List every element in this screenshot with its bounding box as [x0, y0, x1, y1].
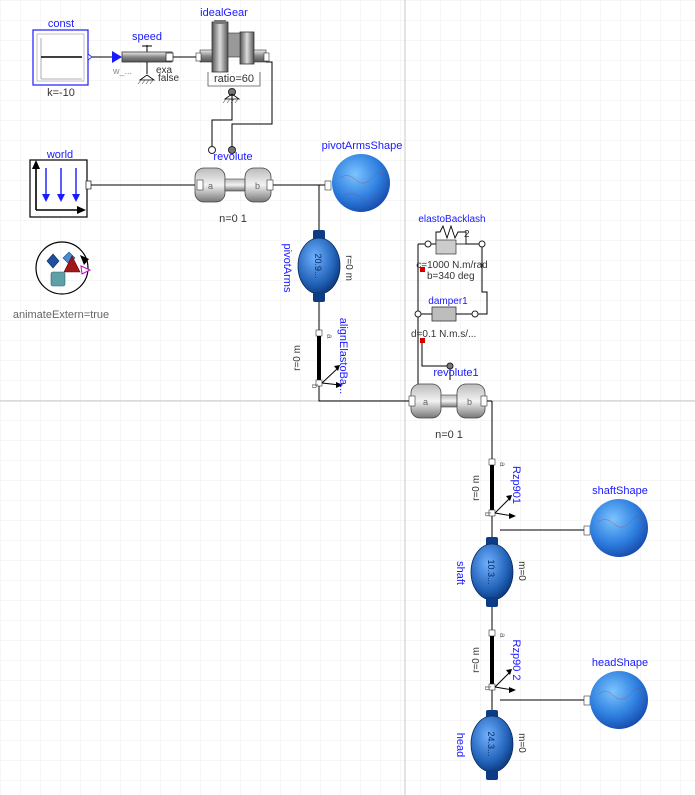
speed-false-label: false: [158, 73, 180, 84]
rzp902-r: r=0 m: [471, 647, 482, 673]
damper1-name: damper1: [428, 296, 468, 307]
align-elasto-name: alignElastoBa...: [337, 318, 349, 394]
rzp902-fixed-rotation[interactable]: [488, 629, 516, 693]
shaft-m: m=0: [516, 561, 527, 581]
head-name: head: [454, 733, 466, 757]
pivot-arms-body[interactable]: [297, 230, 341, 302]
head-m: m=0: [516, 733, 527, 753]
speed-block[interactable]: [112, 45, 174, 85]
head-shape-sphere[interactable]: [583, 671, 648, 729]
const-param-label: k=-10: [47, 87, 75, 99]
shaft-shape-sphere[interactable]: [583, 499, 648, 557]
head-body[interactable]: [470, 710, 514, 780]
shaft-shape-name: shaftShape: [592, 485, 648, 497]
damper1-d: d=0.1 N.m.s/...: [411, 329, 476, 340]
rzp902-name: Rzp90 2: [510, 640, 522, 681]
shaft-body[interactable]: [470, 537, 514, 607]
elasto-backlash-name: elastoBacklash: [418, 214, 485, 225]
elasto-backlash-b: b=340 deg: [427, 271, 475, 282]
head-shape-name: headShape: [592, 657, 648, 669]
damper1-block[interactable]: [414, 306, 479, 370]
ideal-gear-block[interactable]: [195, 20, 270, 104]
align-elasto-fixed-translation[interactable]: [315, 329, 343, 388]
pivot-arms-shape-sphere[interactable]: [324, 154, 390, 212]
revolute-axis-label: n=0 1: [219, 213, 247, 225]
pivot-arms-name: pivotArms: [281, 244, 293, 293]
speed-name-label: speed: [132, 31, 162, 43]
world-block[interactable]: [29, 159, 92, 218]
head-inner: 24.3...: [486, 731, 496, 756]
const-name-label: const: [48, 18, 74, 30]
animate-extern-label: animateExtern=true: [13, 309, 109, 321]
speed-exact-label: exa: [156, 65, 173, 76]
revolute1-name-label: revolute1: [433, 367, 478, 379]
shaft-name: shaft: [454, 561, 466, 585]
world-name-label: world: [46, 149, 73, 161]
ideal-gear-ratio-label: ratio=60: [214, 73, 254, 85]
revolute1-axis-label: n=0 1: [435, 429, 463, 441]
align-elasto-port-b: b: [310, 384, 319, 389]
elasto-backlash-c: c=1000 N.m/rad: [416, 260, 487, 271]
pivot-arms-inner: 20.9...: [313, 253, 323, 278]
rzp902-port-a: a: [498, 633, 507, 638]
shaft-inner: 10.3...: [486, 559, 496, 584]
ideal-gear-name-label: idealGear: [200, 7, 248, 19]
pivot-arms-r: r=0 m: [343, 255, 354, 281]
speed-w-label: w_...: [112, 66, 132, 76]
revolute-port-b: b: [255, 181, 260, 191]
elasto-backlash-n: 2: [464, 229, 470, 240]
revolute1-joint[interactable]: [408, 383, 488, 419]
pivot-arms-shape-name: pivotArmsShape: [322, 140, 403, 152]
connection-lines: [87, 56, 587, 710]
rzp901-name: Rzp901: [510, 466, 522, 504]
revolute1-port-b: b: [467, 397, 472, 407]
revolute1-port-a: a: [423, 397, 428, 407]
const-block[interactable]: [32, 29, 93, 86]
align-elasto-r: r=0 m: [292, 345, 303, 371]
animation-icon[interactable]: [35, 241, 92, 295]
align-elasto-port-a: a: [325, 334, 334, 339]
rzp901-port-b: b: [483, 512, 492, 517]
rzp901-port-a: a: [498, 462, 507, 467]
rzp901-fixed-rotation[interactable]: [488, 458, 516, 519]
rzp901-r: r=0 m: [471, 475, 482, 501]
rzp902-port-b: b: [483, 686, 492, 691]
revolute-name-label: revolute: [213, 151, 252, 163]
revolute-port-a: a: [208, 181, 213, 191]
revolute-joint[interactable]: [194, 146, 274, 203]
elasto-backlash-block[interactable]: [420, 224, 486, 272]
